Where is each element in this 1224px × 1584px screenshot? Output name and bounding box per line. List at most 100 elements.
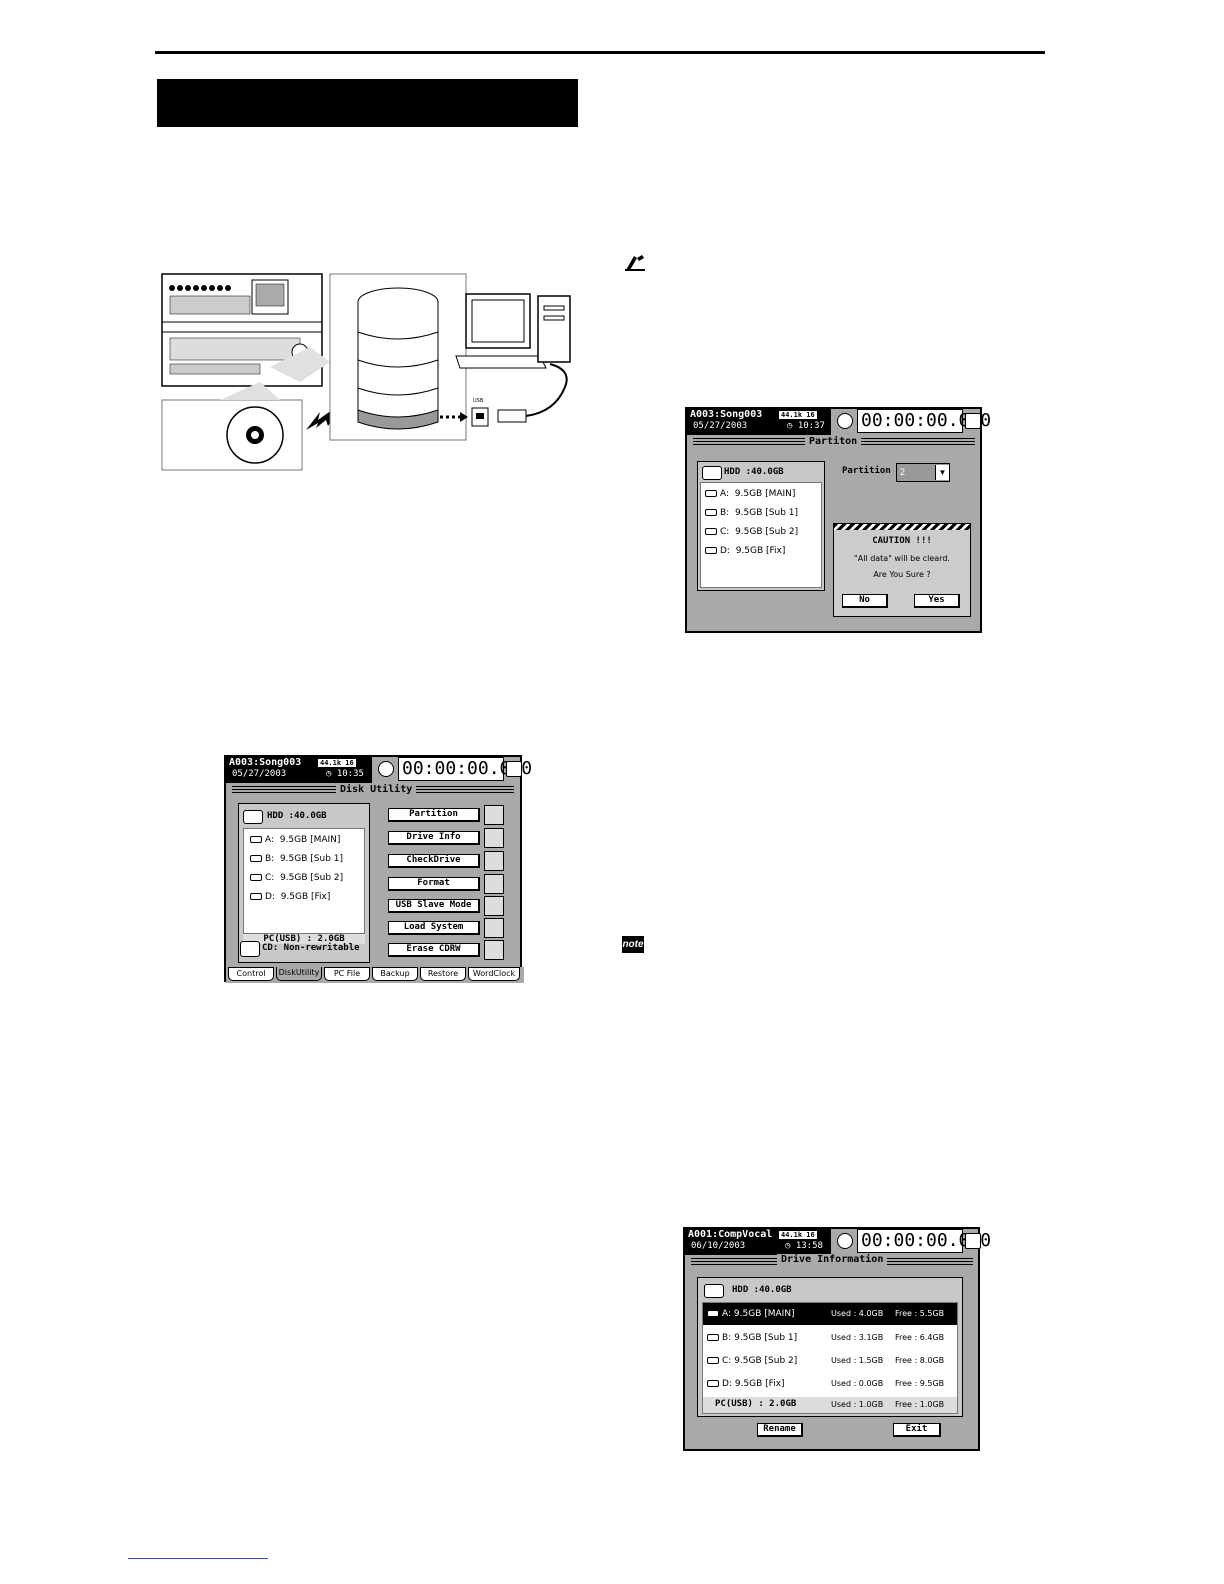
drive-icon — [705, 547, 717, 554]
pc-usb-row: PC(USB) : 2.0GB Used : 1.0GB Free : 1.0G… — [703, 1397, 957, 1413]
used-value: Used : 1.0GB — [831, 1400, 884, 1409]
yes-button[interactable]: Yes — [914, 594, 960, 608]
drive-icon — [705, 490, 717, 497]
drive-row-selected[interactable]: A: 9.5GB [MAIN] Used : 4.0GB Free : 5.5G… — [703, 1303, 957, 1325]
tab-control[interactable]: Control — [228, 967, 274, 981]
time-counter: 00:00:00.000 — [857, 1229, 991, 1253]
drive-info-button[interactable]: Drive Info — [388, 831, 480, 845]
drive-row[interactable]: A: 9.5GB [MAIN] — [250, 835, 340, 845]
locate-icon[interactable] — [965, 413, 981, 429]
format-icon — [484, 874, 504, 894]
check-drive-icon — [484, 851, 504, 871]
drive-row[interactable]: D: 9.5GB [Fix] — [250, 892, 330, 902]
load-system-icon — [484, 918, 504, 938]
sample-rate: 44.1k 16 — [318, 759, 356, 767]
usb-slave-icon — [484, 896, 504, 916]
format-button[interactable]: Format — [388, 877, 480, 891]
free-value: Free : 5.5GB — [895, 1309, 945, 1318]
drive-row[interactable]: B: 9.5GB [Sub 1] Used : 3.1GB Free : 6.4… — [703, 1327, 957, 1349]
hdd-size: HDD :40.0GB — [724, 467, 784, 477]
song-date: 05/27/2003 — [693, 421, 748, 431]
partition-label: Partition — [842, 466, 891, 476]
exit-button[interactable]: Exit — [893, 1423, 941, 1437]
drive-icon — [250, 874, 262, 881]
partition-select[interactable]: 2 ▼ — [896, 463, 950, 482]
drive-table: A: 9.5GB [MAIN] Used : 4.0GB Free : 5.5G… — [702, 1302, 958, 1414]
sample-rate: 44.1k 16 — [779, 411, 817, 419]
drive-row[interactable]: B: 9.5GB [Sub 1] — [250, 854, 343, 864]
screen-title: Drive Information — [777, 1254, 888, 1265]
cd-status: CD: Non-rewritable — [262, 943, 360, 953]
tab-restore[interactable]: Restore — [420, 967, 466, 981]
load-system-button[interactable]: Load System — [388, 921, 480, 935]
partition-screen: A003:Song003 44.1k 16 05/27/2003 ◷ 10:37… — [685, 407, 991, 633]
connection-diagram: USB — [160, 272, 580, 472]
screen-title: Partiton — [805, 436, 862, 447]
drive-row[interactable]: C: 9.5GB [Sub 2] Used : 1.5GB Free : 8.0… — [703, 1350, 957, 1372]
partition-button[interactable]: Partition — [388, 808, 480, 822]
used-value: Used : 4.0GB — [831, 1309, 884, 1318]
drive-info-icon — [484, 828, 504, 848]
rename-button[interactable]: Rename — [757, 1423, 803, 1437]
used-value: Used : 3.1GB — [831, 1333, 884, 1342]
song-name: A003:Song003 — [229, 757, 302, 768]
drive-list[interactable]: A: 9.5GB [MAIN] B: 9.5GB [Sub 1] C: 9.5G… — [243, 828, 365, 934]
drive-row[interactable]: D: 9.5GB [Fix] — [705, 546, 785, 556]
partition-value: 2 — [900, 467, 906, 477]
locate-icon[interactable] — [506, 761, 522, 777]
clock-icon[interactable] — [378, 761, 394, 777]
usb-label: USB — [473, 398, 484, 404]
drive-row[interactable]: C: 9.5GB [Sub 2] — [705, 527, 798, 537]
song-time: ◷ 13:58 — [785, 1241, 823, 1251]
locate-icon[interactable] — [965, 1233, 981, 1249]
no-button[interactable]: No — [842, 594, 888, 608]
song-name: A003:Song003 — [690, 409, 763, 420]
footer-link-rule — [128, 1558, 268, 1559]
hdd-icon — [704, 1284, 724, 1298]
chevron-down-icon[interactable]: ▼ — [935, 465, 949, 480]
drive-icon — [707, 1310, 719, 1317]
erase-cdrw-button[interactable]: Erase CDRW — [388, 943, 480, 957]
drive-icon — [250, 855, 262, 862]
clock-icon[interactable] — [837, 1233, 853, 1249]
tab-disk-utility[interactable]: DiskUtility — [276, 967, 322, 981]
clock-icon[interactable] — [837, 413, 853, 429]
tab-pc-file[interactable]: PC File — [324, 967, 370, 981]
song-name: A001:CompVocal — [688, 1229, 773, 1240]
drive-row[interactable]: D: 9.5GB [Fix] Used : 0.0GB Free : 9.5GB — [703, 1373, 957, 1395]
free-value: Free : 9.5GB — [895, 1379, 945, 1388]
drive-icon — [705, 509, 717, 516]
used-value: Used : 1.5GB — [831, 1356, 884, 1365]
drive-information-screen: A001:CompVocal 44.1k 16 06/10/2003 ◷ 13:… — [683, 1227, 991, 1451]
drive-icon — [705, 528, 717, 535]
drive-row[interactable]: C: 9.5GB [Sub 2] — [250, 873, 343, 883]
note-icon: note — [622, 936, 644, 953]
song-header: A003:Song003 44.1k 16 05/27/2003 ◷ 10:35 — [226, 757, 372, 783]
tab-wordclock[interactable]: WordClock — [468, 967, 520, 981]
hdd-icon — [243, 810, 263, 824]
drive-row[interactable]: A: 9.5GB [MAIN] — [705, 489, 795, 499]
cd-icon — [240, 941, 260, 957]
caution-message: "All data" will be cleard. — [854, 554, 950, 563]
song-date: 05/27/2003 — [232, 769, 287, 779]
drive-list[interactable]: A: 9.5GB [MAIN] B: 9.5GB [Sub 1] C: 9.5G… — [700, 482, 822, 588]
drive-icon — [250, 836, 262, 843]
sample-rate: 44.1k 16 — [779, 1231, 817, 1239]
usb-slave-mode-button[interactable]: USB Slave Mode — [388, 899, 480, 913]
drive-icon — [707, 1357, 719, 1364]
check-drive-button[interactable]: CheckDrive — [388, 854, 480, 868]
song-time: ◷ 10:35 — [326, 769, 364, 779]
time-counter: 00:00:00.000 — [857, 409, 991, 433]
section-title-bar — [157, 79, 578, 127]
tab-bar: Control DiskUtility PC File Backup Resto… — [226, 967, 524, 983]
tab-backup[interactable]: Backup — [372, 967, 418, 981]
screen-title: Disk Utility — [336, 784, 417, 795]
song-header: A003:Song003 44.1k 16 05/27/2003 ◷ 10:37 — [687, 409, 831, 435]
caution-icon — [624, 252, 646, 272]
song-time: ◷ 10:37 — [787, 421, 825, 431]
erase-cdrw-icon — [484, 940, 504, 960]
drive-row[interactable]: B: 9.5GB [Sub 1] — [705, 508, 798, 518]
hdd-panel: HDD :40.0GB A: 9.5GB [MAIN] B: 9.5GB [Su… — [238, 803, 370, 963]
caution-dialog: CAUTION !!! "All data" will be cleard. A… — [833, 523, 971, 617]
free-value: Free : 6.4GB — [895, 1333, 945, 1342]
